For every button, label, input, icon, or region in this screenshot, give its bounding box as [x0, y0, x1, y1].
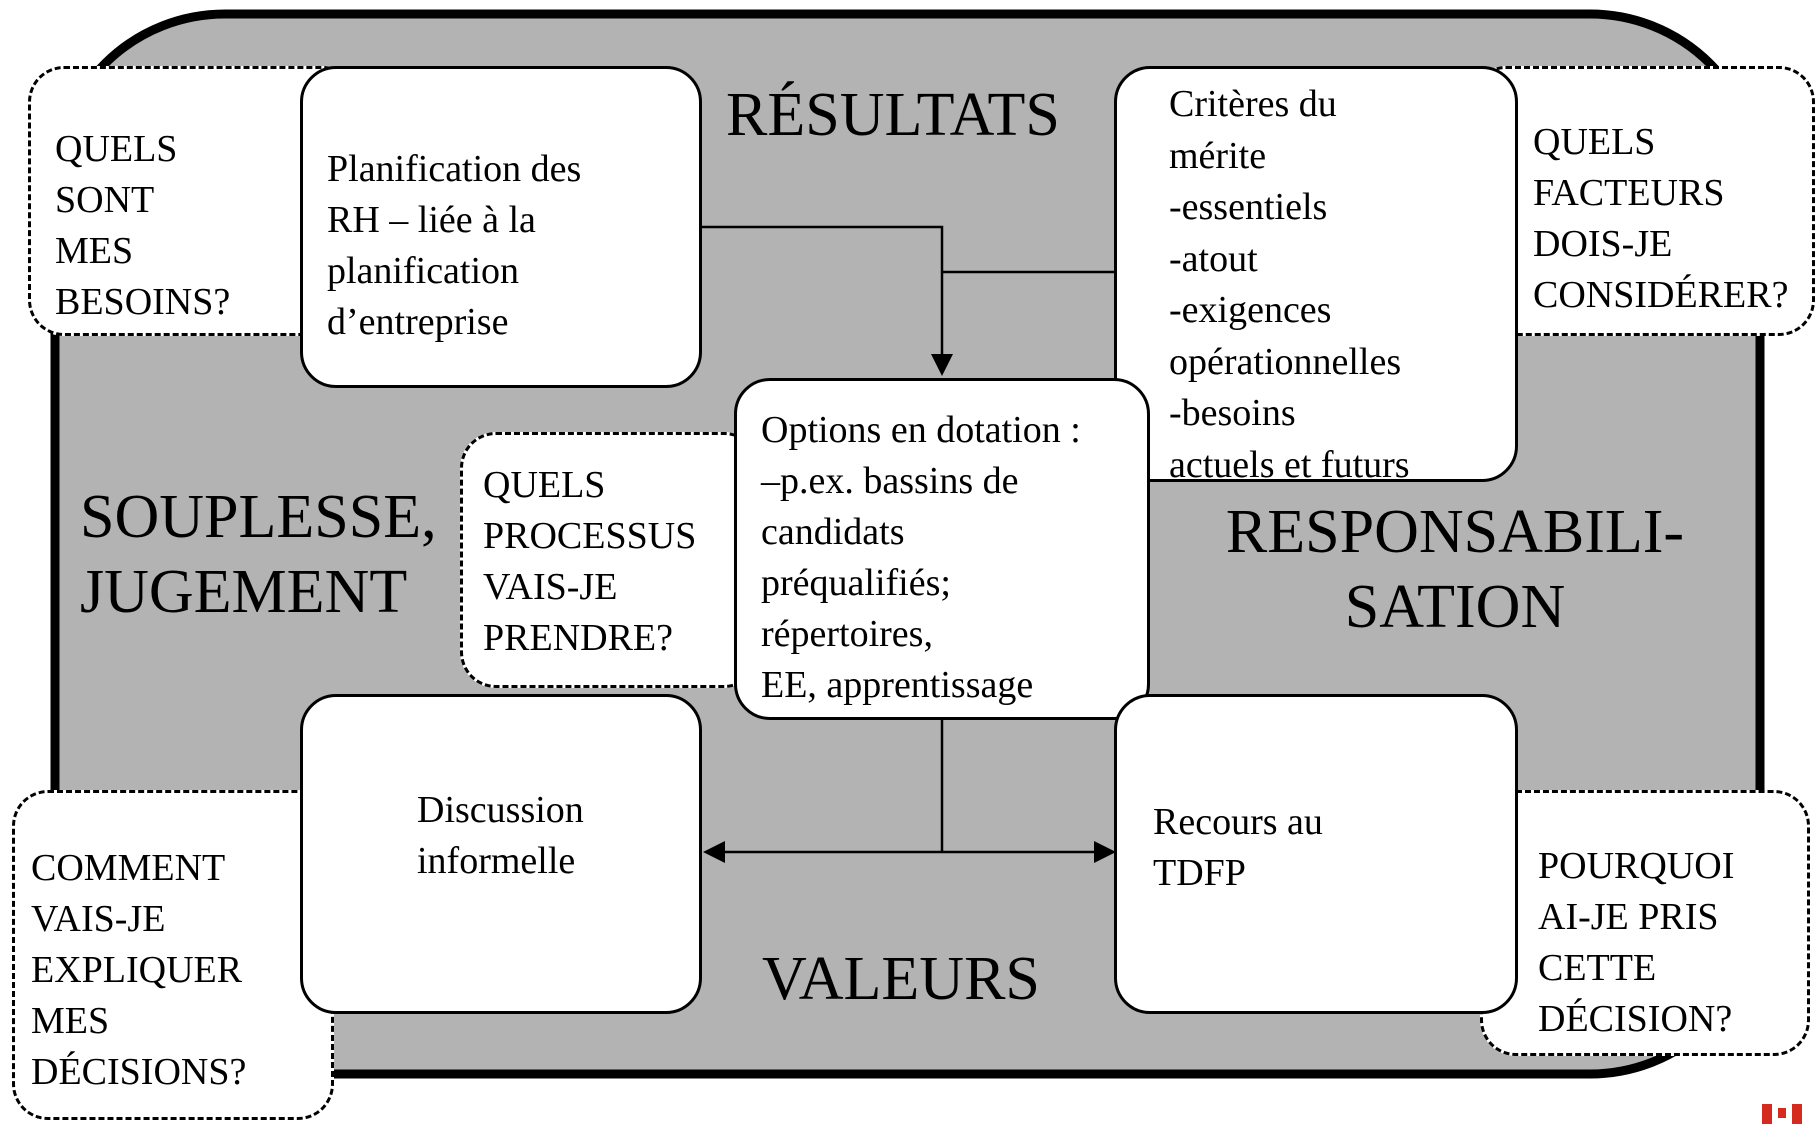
box-line: mérite	[1169, 134, 1267, 177]
title-resultats: RÉSULTATS	[726, 81, 1060, 149]
question-line: MES	[31, 1000, 110, 1042]
question-line: CONSIDÉRER?	[1533, 274, 1789, 316]
box-line: Recours au	[1153, 801, 1323, 843]
question-line: DÉCISION?	[1538, 998, 1733, 1040]
box-line: préqualifiés;	[761, 562, 951, 604]
box-line: actuels et futurs	[1169, 443, 1410, 486]
title-valeurs: VALEURS	[762, 945, 1040, 1013]
box-line: -exigences	[1169, 289, 1332, 331]
question-bottom-right: POURQUOI AI-JE PRIS CETTE DÉCISION?	[1480, 790, 1810, 1056]
arrow-down-head	[931, 354, 953, 376]
title-responsabilisation-line2: SATION	[1344, 573, 1566, 641]
arrow-left-head	[703, 841, 725, 863]
box-line: Discussion	[417, 789, 584, 831]
question-line: QUELS	[483, 464, 606, 506]
question-middle-left: QUELS PROCESSUS VAIS-JE PRENDRE?	[460, 432, 760, 688]
question-line: QUELS	[1533, 121, 1656, 163]
box-line: –p.ex. bassins de	[761, 460, 1019, 502]
arrow-right-head	[1094, 841, 1116, 863]
question-line: POURQUOI	[1538, 845, 1735, 887]
question-line: DÉCISIONS?	[31, 1051, 247, 1093]
question-line: VAIS-JE	[483, 566, 618, 608]
question-line: MES	[55, 230, 134, 272]
question-line: VAIS-JE	[31, 898, 166, 940]
box-line: EE, apprentissage	[761, 664, 1034, 706]
question-line: PRENDRE?	[483, 617, 673, 659]
question-line: AI-JE PRIS	[1538, 896, 1719, 938]
box-line: planification	[327, 250, 520, 292]
box-line: Planification des	[327, 148, 582, 190]
question-line: CETTE	[1538, 947, 1657, 989]
box-criteres-merite: Critères du mérite -essentiels -atout -e…	[1114, 66, 1518, 486]
box-line: RH – liée à la	[327, 199, 536, 241]
box-line: d’entreprise	[327, 301, 509, 343]
question-line: COMMENT	[31, 847, 226, 889]
box-line: Critères du	[1169, 83, 1337, 125]
box-line: -essentiels	[1169, 186, 1328, 228]
title-souplesse: SOUPLESSE, JUGEMENT	[80, 480, 437, 630]
title-souplesse-line2: JUGEMENT	[80, 558, 408, 626]
question-line: DOIS-JE	[1533, 223, 1673, 265]
question-top-right: QUELS FACTEURS DOIS-JE CONSIDÉRER?	[1470, 66, 1815, 336]
box-line: candidats	[761, 511, 905, 553]
box-line: TDFP	[1153, 852, 1246, 894]
connector-planning-to-options	[700, 225, 944, 360]
box-line: Options en dotation :	[761, 409, 1081, 451]
title-souplesse-line1: SOUPLESSE,	[80, 483, 437, 551]
title-responsabilisation-line1: RESPONSABILI-	[1225, 498, 1685, 566]
box-recours-tdfp: Recours au TDFP	[1114, 694, 1518, 1014]
box-line: informelle	[417, 840, 576, 882]
maple-leaf-icon	[1778, 1108, 1786, 1118]
question-line: QUELS	[55, 128, 178, 170]
box-discussion-informelle: Discussion informelle	[300, 694, 702, 1014]
box-line: -besoins	[1169, 392, 1296, 434]
box-line: répertoires,	[761, 613, 933, 655]
question-line: SONT	[55, 179, 155, 221]
question-line: BESOINS?	[55, 281, 231, 323]
question-bottom-left: COMMENT VAIS-JE EXPLIQUER MES DÉCISIONS?	[12, 790, 334, 1120]
box-planification-rh: Planification des RH – liée à la planifi…	[300, 66, 702, 388]
question-line: PROCESSUS	[483, 515, 697, 557]
question-line: FACTEURS	[1533, 172, 1725, 214]
box-options-dotation: Options en dotation : –p.ex. bassins de …	[734, 378, 1150, 720]
title-responsabilisation: RESPONSABILI- SATION	[1210, 495, 1700, 645]
question-line: EXPLIQUER	[31, 949, 243, 991]
box-line: opérationnelles	[1169, 340, 1402, 383]
box-line: -atout	[1169, 237, 1258, 280]
